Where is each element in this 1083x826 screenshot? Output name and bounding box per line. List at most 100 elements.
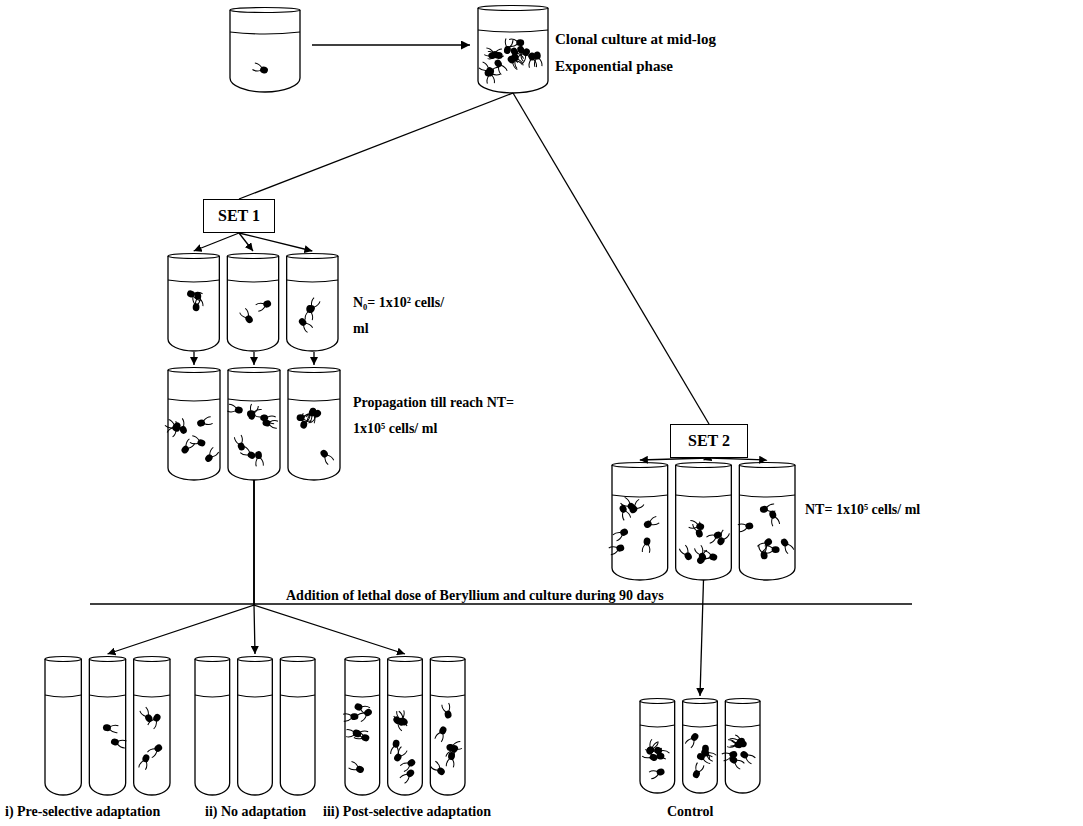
tube-rim — [683, 699, 718, 704]
cell-body — [192, 303, 199, 311]
cell — [139, 753, 151, 770]
cell-flagella — [359, 730, 368, 739]
tube-rim — [287, 254, 338, 259]
test-tube — [168, 256, 219, 351]
cell — [739, 749, 756, 764]
connector — [239, 93, 513, 199]
tube-caption: Propagation till reach NT= 1x10⁵ cells/ … — [353, 390, 515, 442]
set-label: SET 2 — [688, 431, 730, 451]
cell-body — [436, 766, 446, 776]
cell-flagella — [109, 724, 118, 733]
cell — [731, 735, 748, 749]
cell — [259, 413, 275, 424]
cell-body — [180, 444, 190, 454]
test-tube — [238, 659, 273, 795]
cell-flagella — [442, 703, 451, 713]
set-box: SET 2 — [670, 424, 748, 458]
cell-body — [728, 755, 738, 765]
cell-flagella — [446, 758, 455, 767]
cell — [306, 408, 323, 423]
liquid-level — [388, 695, 423, 697]
tube-rim — [345, 657, 380, 662]
cell — [140, 707, 154, 724]
tube-group: ii) No adaptation — [195, 656, 315, 795]
cell — [484, 48, 501, 60]
cell-flagella — [702, 550, 712, 559]
cell — [509, 39, 524, 47]
connector — [254, 480, 405, 654]
cell-flagella — [323, 454, 334, 465]
cell-flagella — [139, 760, 149, 770]
tube-caption: ii) No adaptation — [205, 799, 306, 825]
cell-flagella — [252, 63, 262, 73]
tube-rim — [676, 463, 732, 468]
cell — [435, 725, 448, 742]
cell-flagella — [227, 404, 236, 413]
cell-flagella — [255, 458, 263, 467]
cell — [247, 404, 258, 420]
cell-flagella — [758, 544, 767, 553]
tube-rim — [230, 8, 300, 13]
tube-rim — [89, 657, 125, 662]
cell — [728, 754, 745, 769]
cell — [346, 729, 361, 738]
liquid-level — [168, 399, 220, 401]
cell-flagella — [484, 48, 494, 58]
test-tube — [287, 256, 338, 351]
connector-line — [254, 480, 405, 654]
liquid-level — [640, 725, 675, 727]
test-tube — [227, 256, 278, 351]
tube-rim — [238, 657, 273, 662]
liquid-level — [238, 695, 273, 697]
liquid-level — [280, 695, 315, 697]
cell — [239, 308, 254, 324]
tube-rim — [612, 463, 668, 468]
test-tube — [739, 465, 795, 580]
cell-body — [350, 713, 359, 720]
tube-rim — [168, 368, 220, 373]
tube-drawing — [168, 367, 340, 480]
connector — [513, 93, 709, 424]
test-tube — [676, 465, 732, 580]
cell-flagella — [357, 711, 368, 722]
cell — [487, 49, 503, 60]
test-tube — [640, 701, 675, 793]
cell-body — [486, 68, 493, 76]
cell — [679, 545, 693, 562]
liquid-level — [612, 495, 668, 497]
connector — [700, 580, 704, 696]
liquid-level — [739, 495, 795, 497]
cell — [186, 289, 203, 301]
cell — [442, 703, 453, 719]
cell-flagella — [649, 516, 659, 526]
test-tube — [683, 701, 718, 793]
cell-flagella — [497, 64, 508, 75]
liquid-level — [195, 695, 230, 697]
cell — [757, 537, 773, 552]
tube-rim — [280, 657, 315, 662]
test-tube — [288, 370, 340, 480]
tube-drawing — [478, 5, 548, 93]
liquid-level — [168, 280, 219, 282]
connector — [194, 233, 313, 251]
cell-body — [297, 414, 305, 421]
tube-rim — [134, 657, 170, 662]
cell-flagella — [234, 435, 244, 445]
cell — [400, 758, 417, 772]
liquid-level — [287, 280, 338, 282]
cell — [148, 712, 163, 729]
test-tube — [430, 659, 465, 795]
cell — [486, 68, 495, 83]
cell-flagella — [613, 531, 624, 542]
cell-body — [772, 546, 780, 553]
cell — [645, 742, 662, 756]
cell-body — [297, 317, 307, 327]
cell-body — [696, 555, 706, 565]
cell — [392, 715, 408, 731]
test-tube — [134, 659, 170, 795]
tube-drawing — [640, 698, 760, 793]
connector-line — [313, 352, 314, 365]
cell-flagella — [745, 753, 756, 764]
